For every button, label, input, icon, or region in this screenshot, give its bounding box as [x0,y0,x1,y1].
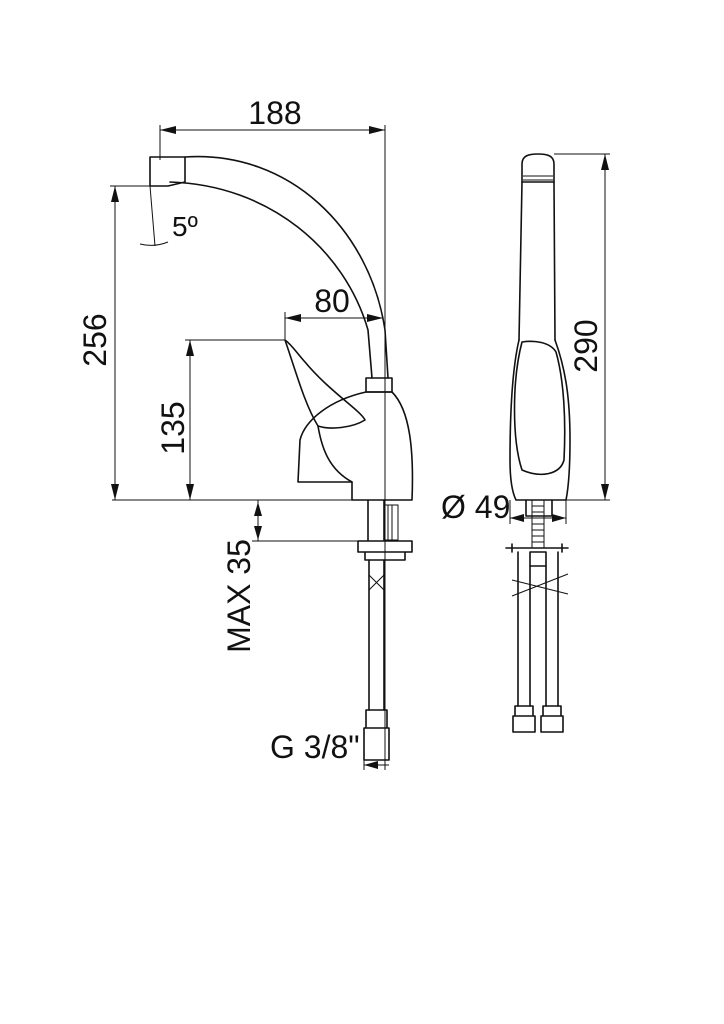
side-dimensions: 188 256 5º 80 135 MAX 35 G 3/8" [77,95,389,770]
front-mount-plate [505,543,569,553]
dim-reach: 188 [248,95,301,131]
front-hoses [517,551,559,707]
dim-connection-thread: G 3/8" [270,729,360,765]
dim-base-diameter: Ø 49 [441,489,510,525]
faucet-body [297,391,414,501]
front-body [509,339,571,501]
front-handle [513,340,566,476]
front-hose-cross [511,573,569,597]
front-spout-head [521,153,555,183]
dim-handle-height: 135 [155,401,191,454]
dim-total-height: 290 [568,319,604,372]
spout-arc-inner [169,181,373,379]
dim-outlet-height: 256 [77,313,113,366]
side-view [112,155,414,761]
lever-detail [317,425,353,483]
front-stem [525,499,553,517]
front-nut [529,551,547,567]
hose-cross [368,574,385,591]
spout-outlet [149,156,186,187]
front-fittings [512,705,564,733]
hose-fitting [363,709,390,761]
dim-max-thickness: MAX 35 [221,539,257,653]
mounting-nut [357,540,413,561]
dim-spout-angle: 5º [172,211,198,242]
spout-arc-outer [184,155,389,379]
supply-hose [368,559,385,711]
mounting-stud [367,499,385,541]
front-spout-column [518,181,556,341]
front-stud [531,500,545,548]
lever-handle [284,339,366,429]
front-dimensions: 290 Ø 49 [441,153,610,525]
dim-handle-offset: 80 [314,283,350,319]
front-view [505,153,571,733]
spout-collar [365,377,393,393]
stud-thread [384,504,399,541]
